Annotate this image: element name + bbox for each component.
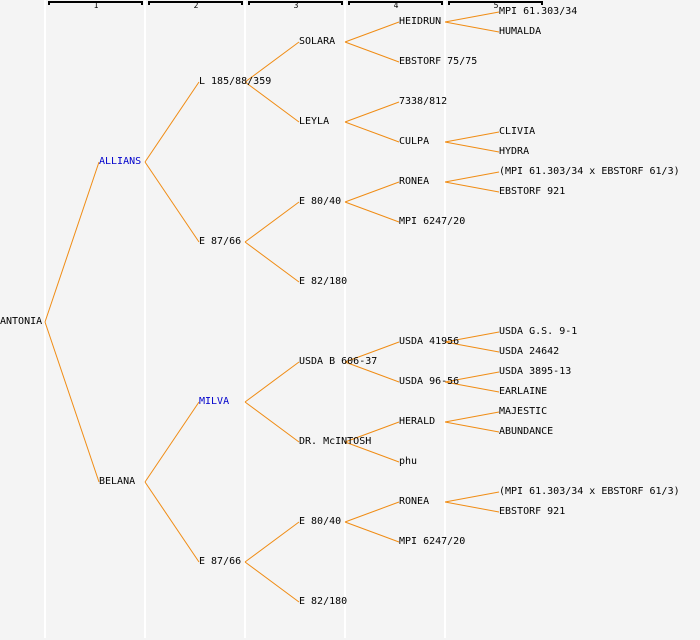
pedigree-link xyxy=(144,401,200,483)
root-name[interactable]: ANTONIA xyxy=(0,316,43,327)
pedigree-link xyxy=(244,41,300,83)
ancestor-name[interactable]: DR. McINTOSH xyxy=(299,436,372,447)
ancestor-name[interactable]: E 80/40 xyxy=(299,196,342,207)
ancestor-name[interactable]: (MPI 61.303/34 x EBSTORF 61/3) xyxy=(499,486,680,497)
ancestor-name[interactable]: phu xyxy=(399,456,418,467)
pedigree-link xyxy=(444,421,500,433)
ancestor-name[interactable]: ALLIANS xyxy=(99,156,142,167)
pedigree-link xyxy=(444,381,500,393)
column-number: 5 xyxy=(493,1,499,10)
pedigree-link xyxy=(144,81,200,163)
column-separator xyxy=(444,0,446,638)
column-separator xyxy=(344,0,346,638)
ancestor-name[interactable]: RONEA xyxy=(399,496,430,507)
column-number: 3 xyxy=(293,1,299,10)
pedigree-link xyxy=(444,411,500,423)
pedigree-link xyxy=(344,21,400,43)
pedigree-link xyxy=(244,201,300,243)
pedigree-link xyxy=(444,181,500,193)
pedigree-link xyxy=(244,361,300,403)
pedigree-link xyxy=(444,331,500,343)
ancestor-name[interactable]: USDA 41956 xyxy=(399,336,460,347)
pedigree-link xyxy=(444,11,500,23)
pedigree-link xyxy=(144,481,200,563)
pedigree-link xyxy=(344,41,400,63)
ancestor-name[interactable]: MILVA xyxy=(199,396,230,407)
ancestor-name[interactable]: E 82/180 xyxy=(299,276,348,287)
pedigree-link xyxy=(144,161,200,243)
column-number: 4 xyxy=(393,1,399,10)
ancestor-name[interactable]: USDA 24642 xyxy=(499,346,560,357)
ancestor-name[interactable]: E 87/66 xyxy=(199,556,242,567)
pedigree-link xyxy=(244,81,300,123)
pedigree-link xyxy=(344,501,400,523)
pedigree-link xyxy=(344,101,400,123)
pedigree-link xyxy=(444,501,500,513)
pedigree-link xyxy=(44,161,100,323)
ancestor-name[interactable]: EBSTORF 921 xyxy=(499,506,566,517)
ancestor-name[interactable]: RONEA xyxy=(399,176,430,187)
column-bracket xyxy=(248,1,343,5)
pedigree-link xyxy=(344,521,400,543)
pedigree-link xyxy=(344,201,400,223)
ancestor-name[interactable]: EARLAINE xyxy=(499,386,548,397)
pedigree-link xyxy=(444,341,500,353)
ancestor-name[interactable]: USDA G.S. 9-1 xyxy=(499,326,578,337)
ancestor-name[interactable]: BELANA xyxy=(99,476,136,487)
pedigree-link xyxy=(344,361,400,383)
ancestor-name[interactable]: USDA 96-56 xyxy=(399,376,460,387)
ancestor-name[interactable]: CLIVIA xyxy=(499,126,536,137)
pedigree-link xyxy=(244,521,300,563)
ancestor-name[interactable]: E 80/40 xyxy=(299,516,342,527)
column-bracket xyxy=(348,1,443,5)
ancestor-name[interactable]: MAJESTIC xyxy=(499,406,548,417)
pedigree-link xyxy=(244,241,300,283)
ancestor-name[interactable]: E 82/180 xyxy=(299,596,348,607)
ancestor-name[interactable]: MPI 6247/20 xyxy=(399,216,466,227)
pedigree-link xyxy=(244,561,300,603)
pedigree-link xyxy=(44,321,100,483)
ancestor-name[interactable]: EBSTORF 75/75 xyxy=(399,56,478,67)
ancestor-name[interactable]: (MPI 61.303/34 x EBSTORF 61/3) xyxy=(499,166,680,177)
column-separator xyxy=(244,0,246,638)
pedigree-link xyxy=(444,141,500,153)
ancestor-name[interactable]: HEIDRUN xyxy=(399,16,442,27)
pedigree-link xyxy=(444,21,500,33)
ancestor-name[interactable]: LEYLA xyxy=(299,116,330,127)
ancestor-name[interactable]: E 87/66 xyxy=(199,236,242,247)
ancestor-name[interactable]: USDA B 606-37 xyxy=(299,356,378,367)
pedigree-link xyxy=(444,171,500,183)
ancestor-name[interactable]: HERALD xyxy=(399,416,436,427)
ancestor-name[interactable]: L 185/88/359 xyxy=(199,76,272,87)
column-number: 2 xyxy=(193,1,199,10)
pedigree-link xyxy=(344,341,400,363)
column-separator xyxy=(144,0,146,638)
ancestor-name[interactable]: MPI 6247/20 xyxy=(399,536,466,547)
ancestor-name[interactable]: USDA 3895-13 xyxy=(499,366,572,377)
pedigree-link xyxy=(444,371,500,383)
pedigree-link xyxy=(344,181,400,203)
column-separator xyxy=(44,0,46,638)
column-bracket xyxy=(448,1,543,5)
pedigree-link xyxy=(344,121,400,143)
ancestor-name[interactable]: EBSTORF 921 xyxy=(499,186,566,197)
ancestor-name[interactable]: ABUNDANCE xyxy=(499,426,554,437)
ancestor-name[interactable]: HUMALDA xyxy=(499,26,542,37)
ancestor-name[interactable]: MPI 61.303/34 xyxy=(499,6,578,17)
pedigree-link xyxy=(244,401,300,443)
pedigree-link xyxy=(344,441,400,463)
column-bracket xyxy=(148,1,243,5)
ancestor-name[interactable]: SOLARA xyxy=(299,36,336,47)
pedigree-link xyxy=(344,421,400,443)
pedigree-link xyxy=(444,131,500,143)
ancestor-name[interactable]: 7338/812 xyxy=(399,96,448,107)
ancestor-name[interactable]: CULPA xyxy=(399,136,430,147)
column-bracket xyxy=(48,1,143,5)
column-number: 1 xyxy=(93,1,99,10)
pedigree-link xyxy=(444,491,500,503)
ancestor-name[interactable]: HYDRA xyxy=(499,146,530,157)
